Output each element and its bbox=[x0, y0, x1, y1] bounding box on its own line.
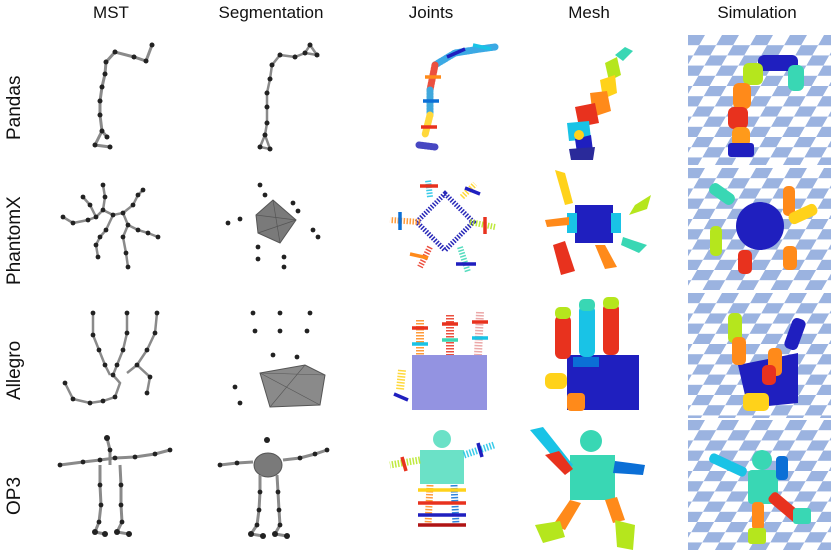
allegro-simulation-render bbox=[688, 293, 831, 418]
phantomx-joints bbox=[380, 172, 510, 282]
pandas-joints bbox=[395, 35, 525, 160]
phantomx-mesh-render bbox=[545, 170, 651, 275]
pandas-segmentation-graph bbox=[257, 42, 320, 152]
op3-segmentation bbox=[215, 430, 340, 540]
pandas-simulation-render bbox=[688, 35, 831, 165]
row-label-phantomx: PhantomX bbox=[4, 196, 25, 285]
op3-joints bbox=[382, 425, 507, 540]
op3-segmentation-graph bbox=[217, 437, 330, 539]
op3-simulation bbox=[688, 420, 831, 550]
row-label-pandas: Pandas bbox=[4, 75, 25, 140]
column-header-simulation: Simulation bbox=[717, 3, 797, 22]
op3-mst-graph bbox=[57, 435, 173, 537]
row-label-op3: OP3 bbox=[4, 476, 25, 515]
op3-mesh-render bbox=[530, 427, 645, 550]
pandas-segmentation bbox=[225, 35, 345, 160]
pandas-mesh-render bbox=[567, 47, 633, 160]
op3-joints-pointcloud bbox=[389, 430, 496, 527]
op3-mesh bbox=[525, 425, 660, 555]
pandas-mst bbox=[60, 35, 180, 160]
op3-simulation-render bbox=[688, 420, 831, 550]
pandas-simulation bbox=[688, 35, 831, 165]
phantomx-mst bbox=[58, 175, 178, 280]
allegro-mst bbox=[55, 305, 175, 415]
allegro-segmentation-graph bbox=[232, 310, 326, 408]
phantomx-segmentation bbox=[218, 175, 338, 280]
phantomx-mst-graph bbox=[60, 182, 161, 270]
allegro-mesh-render bbox=[545, 297, 639, 411]
pandas-joints-pointcloud bbox=[415, 43, 499, 151]
phantomx-mesh bbox=[535, 165, 660, 280]
allegro-mst-graph bbox=[62, 310, 160, 406]
row-label-allegro: Allegro bbox=[4, 340, 25, 400]
phantomx-simulation-render bbox=[688, 168, 831, 290]
allegro-mesh bbox=[537, 295, 657, 420]
phantomx-simulation bbox=[688, 168, 831, 290]
allegro-joints bbox=[382, 300, 507, 420]
phantomx-joints-pointcloud bbox=[389, 179, 496, 273]
op3-mst bbox=[55, 430, 180, 540]
allegro-joints-pointcloud bbox=[393, 311, 488, 410]
pandas-mst-graph bbox=[92, 42, 155, 150]
phantomx-segmentation-graph bbox=[225, 182, 321, 270]
column-header-segmentation: Segmentation bbox=[218, 3, 324, 22]
column-header-mesh: Mesh bbox=[568, 3, 610, 22]
column-header-mst: MST bbox=[93, 3, 129, 22]
allegro-segmentation bbox=[225, 305, 345, 415]
pandas-mesh bbox=[545, 35, 655, 165]
column-header-joints: Joints bbox=[408, 3, 454, 22]
allegro-simulation bbox=[688, 293, 831, 418]
